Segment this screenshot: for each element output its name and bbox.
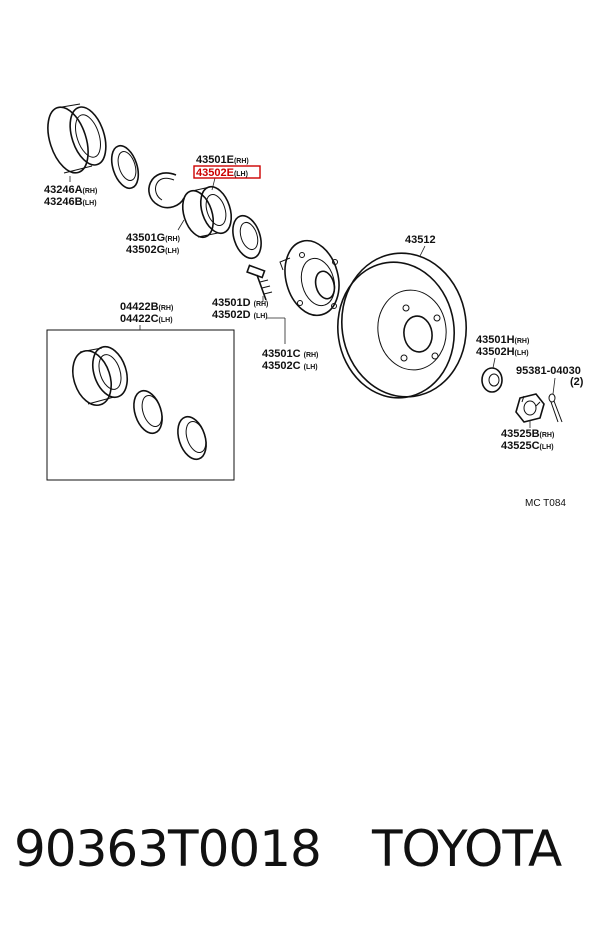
svg-text:43246A(RH): 43246A(RH) — [44, 184, 97, 196]
svg-text:43502H(LH): 43502H(LH) — [476, 346, 529, 358]
svg-text:43501G(RH): 43501G(RH) — [126, 232, 180, 244]
svg-text:43525B(RH): 43525B(RH) — [501, 428, 554, 440]
grease-cap-part — [481, 367, 503, 393]
kit-rh-side: (RH) — [159, 305, 174, 312]
hub-rh-side: (RH) — [304, 352, 319, 359]
seal-lh-side: (LH) — [83, 200, 97, 207]
oil-seal-part — [47, 103, 107, 174]
svg-text:43501C (RH): 43501C (RH) — [262, 348, 318, 360]
highlight-box — [193, 165, 261, 179]
kit-lh-number: 04422C — [120, 313, 159, 325]
cap-lh-side: (LH) — [515, 350, 529, 357]
svg-text:43502E(LH): 43502E(LH) — [196, 167, 248, 179]
svg-text:43501E(RH): 43501E(RH) — [196, 154, 249, 166]
nut-rh-number: 43525B — [501, 428, 540, 440]
seal-lh-number: 43246B — [44, 196, 83, 208]
label-disc: 43512 — [405, 234, 436, 246]
svg-text:43246B(LH): 43246B(LH) — [44, 196, 97, 208]
castle-nut-part — [515, 393, 545, 423]
snap-lh-number: 43502G — [126, 244, 165, 256]
bolt-lh-number: 43502D — [212, 309, 251, 321]
svg-text:43525C(LH): 43525C(LH) — [501, 440, 554, 452]
part-number: 90363T0018 — [14, 820, 322, 878]
hub-bolt-part — [246, 264, 273, 301]
hub-rh-number: 43501C — [262, 348, 301, 360]
bearing-part — [181, 185, 233, 239]
snap-rh-side: (RH) — [165, 236, 180, 243]
svg-text:43502G(LH): 43502G(LH) — [126, 244, 179, 256]
nut-lh-side: (LH) — [540, 444, 554, 451]
label-cap: 43501H(RH) 43502H(LH) — [476, 334, 529, 358]
label-snap-ring: 43501G(RH) 43502G(LH) — [126, 232, 180, 256]
bearing-rh-side: (RH) — [234, 158, 249, 165]
bolt-lh-side: (LH) — [254, 313, 268, 320]
bearing-lh-number: 43502E — [196, 167, 234, 179]
cap-lh-number: 43502H — [476, 346, 515, 358]
bearing-lh-side: (LH) — [234, 171, 248, 178]
footer: 90363T0018 TOYOTA — [0, 820, 600, 900]
svg-text:43502C (LH): 43502C (LH) — [262, 360, 318, 372]
bearing-rh-number: 43501E — [196, 154, 234, 166]
hub-lh-number: 43502C — [262, 360, 301, 372]
hub-part — [279, 239, 340, 317]
svg-text:43501D (RH): 43501D (RH) — [212, 297, 268, 309]
nut-rh-side: (RH) — [540, 432, 555, 439]
cotter-number: 95381-04030 — [516, 365, 581, 377]
svg-text:04422B(RH): 04422B(RH) — [120, 301, 173, 313]
inner-seal-part — [232, 214, 262, 260]
brand-name: TOYOTA — [372, 820, 562, 878]
svg-text:04422C(LH): 04422C(LH) — [120, 313, 173, 325]
snap-rh-number: 43501G — [126, 232, 165, 244]
svg-text:43501H(RH): 43501H(RH) — [476, 334, 529, 346]
snap-ring-part — [148, 172, 185, 209]
kit-rh-number: 04422B — [120, 301, 159, 313]
brake-disc-part — [336, 252, 468, 399]
label-seal: 43246A(RH) 43246B(LH) — [44, 184, 97, 208]
seal-rh-number: 43246A — [44, 184, 83, 196]
label-nut: 43525B(RH) 43525C(LH) — [501, 428, 554, 452]
hub-lh-side: (LH) — [304, 364, 318, 371]
cap-rh-number: 43501H — [476, 334, 515, 346]
race-ring-part — [110, 144, 140, 190]
snap-lh-side: (LH) — [165, 248, 179, 255]
label-hub-bolt: 43501D (RH) 43502D (LH) — [212, 297, 268, 321]
diagram-code: MC T084 — [525, 498, 566, 509]
cotter-qty: (2) — [570, 376, 584, 388]
disc-number: 43512 — [405, 234, 436, 246]
seal-rh-side: (RH) — [83, 188, 98, 195]
label-bearing: 43501E(RH) 43502E(LH) — [193, 154, 261, 179]
label-kit: 04422B(RH) 04422C(LH) — [120, 301, 173, 325]
bolt-rh-side: (RH) — [254, 301, 269, 308]
kit-box — [46, 325, 235, 481]
nut-lh-number: 43525C — [501, 440, 540, 452]
label-cotter: 95381-04030 (2) — [516, 365, 584, 388]
svg-text:43502D (LH): 43502D (LH) — [212, 309, 268, 321]
leader-lines — [69, 176, 556, 428]
cap-rh-side: (RH) — [515, 338, 530, 345]
kit-lh-side: (LH) — [159, 317, 173, 324]
bolt-rh-number: 43501D — [212, 297, 251, 309]
cotter-pin-part — [548, 393, 563, 423]
label-hub: 43501C (RH) 43502C (LH) — [262, 348, 318, 372]
